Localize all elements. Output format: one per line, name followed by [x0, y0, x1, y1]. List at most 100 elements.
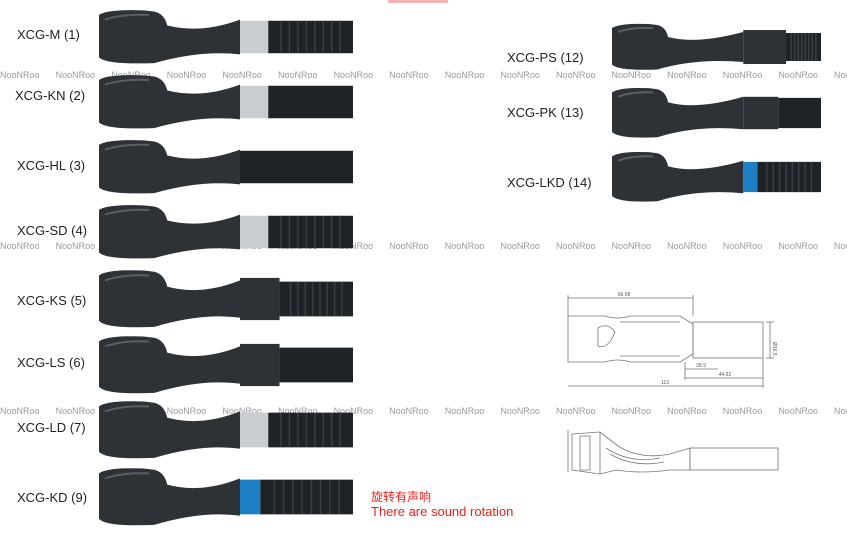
grip-body: [612, 23, 744, 70]
chrome-ring: [240, 215, 269, 249]
threaded-tube: [268, 85, 353, 119]
watermark-text: NooNRoo: [611, 406, 652, 416]
watermark-text: NooNRoo: [166, 406, 207, 416]
watermark-text: NooNRoo: [722, 70, 763, 80]
product-label: XCG-HL (3): [17, 158, 86, 173]
watermark-text: NooNRoo: [500, 70, 540, 80]
dimension-total-length: 113: [661, 380, 669, 386]
reel-seat-image: [97, 73, 357, 131]
watermark-text: NooNRoo: [555, 70, 596, 80]
watermark-text: NooNRoo: [833, 406, 847, 416]
watermark-text: NooNRoo: [166, 70, 207, 80]
product-label: XCG-KN (2): [15, 88, 86, 103]
threaded-tube: [778, 97, 821, 129]
reel-seat-image: [610, 22, 825, 72]
watermark-text: NooNRoo: [667, 241, 707, 251]
blue-ring: [240, 479, 261, 515]
threaded-tube: [240, 150, 353, 184]
grip-body: [612, 151, 744, 202]
watermark-text: NooNRoo: [0, 241, 40, 251]
grip-highlight: [104, 405, 150, 413]
product-label: XCG-LS (6): [17, 355, 85, 370]
threaded-tube: [260, 479, 353, 515]
watermark-text: NooNRoo: [555, 241, 596, 251]
grip-body: [612, 87, 744, 138]
grip-highlight: [104, 208, 150, 216]
watermark-text: NooNRoo: [222, 70, 262, 80]
product-label: XCG-M (1): [17, 27, 80, 42]
threaded-tube: [268, 20, 353, 54]
dimension-diameter: Ø16.5: [771, 342, 777, 356]
threaded-tube: [279, 347, 353, 383]
watermark-text: NooNRoo: [722, 406, 763, 416]
watermark-text: NooNRoo: [333, 70, 374, 80]
grip-highlight: [617, 91, 654, 98]
grip-highlight: [617, 155, 654, 162]
reel-seat-image: [97, 268, 357, 330]
watermark-text: NooNRoo: [500, 406, 540, 416]
grip-body: [99, 205, 240, 259]
reel-seat-image: [610, 150, 825, 204]
grip-highlight: [104, 340, 150, 348]
reel-seat-image: [97, 334, 357, 396]
watermark-text: NooNRoo: [0, 406, 40, 416]
product-label: XCG-KS (5): [17, 293, 87, 308]
grip-body: [99, 401, 240, 459]
watermark-text: NooNRoo: [778, 406, 818, 416]
sound-note-english: There are sound rotation: [371, 504, 514, 519]
watermark-text: NooNRoo: [0, 70, 40, 80]
watermark-text: NooNRoo: [778, 241, 818, 251]
grip-highlight: [104, 472, 150, 480]
grip-highlight: [104, 274, 150, 282]
dimension-thread-length: 44.92: [719, 372, 732, 378]
watermark-text: NooNRoo: [277, 70, 318, 80]
watermark-text: NooNRoo: [222, 406, 262, 416]
product-label: XCG-PS (12): [507, 50, 584, 65]
grip-body: [99, 75, 240, 129]
product-label: XCG-PK (13): [507, 105, 584, 120]
threaded-tube: [757, 161, 821, 193]
watermark-text: NooNRoo: [500, 241, 540, 251]
watermark-text: NooNRoo: [778, 70, 818, 80]
watermark-text: NooNRoo: [389, 241, 429, 251]
watermark-text: NooNRoo: [833, 70, 847, 80]
product-label: XCG-LD (7): [17, 420, 86, 435]
reel-seat-image: [97, 203, 357, 261]
technical-drawing-side: [567, 430, 779, 475]
grip-body: [99, 270, 240, 328]
watermark-text: NooNRoo: [444, 406, 485, 416]
lock-nut: [743, 96, 779, 130]
threaded-tube: [279, 281, 353, 317]
grip-body: [99, 140, 240, 194]
reel-seat-image: [97, 8, 357, 66]
reel-seat-image: [610, 86, 825, 140]
watermark-row: NooNRoo NooNRoo NooNRoo NooNRoo NooNRoo NooNR…: [0, 70, 847, 82]
watermark-text: NooNRoo: [333, 241, 374, 251]
watermark-text: NooNRoo: [389, 406, 429, 416]
grip-body: [99, 468, 240, 526]
dimension-inner-length: 28.9: [696, 363, 706, 369]
watermark-text: NooNRoo: [444, 241, 485, 251]
watermark-text: NooNRoo: [667, 406, 707, 416]
watermark-text: NooNRoo: [667, 70, 707, 80]
watermark-text: NooNRoo: [55, 70, 96, 80]
grip-highlight: [104, 78, 150, 86]
watermark-text: NooNRoo: [389, 70, 429, 80]
chrome-ring: [240, 20, 269, 54]
watermark-row: NooNRoo NooNRoo NooNRoo NooNRoo NooNRoo NooNR…: [0, 406, 847, 418]
watermark-text: NooNRoo: [611, 241, 652, 251]
sound-note-chinese: 旋转有声响: [371, 490, 432, 504]
watermark-text: NooNRoo: [111, 70, 151, 80]
product-label: XCG-SD (4): [17, 223, 88, 238]
watermark-text: NooNRoo: [833, 241, 847, 251]
threaded-tube: [268, 412, 353, 448]
top-edge-mark: [388, 0, 448, 3]
reel-seat-image: [97, 138, 357, 196]
blue-ring: [743, 161, 758, 193]
lock-nut: [240, 277, 280, 321]
grip-highlight: [104, 13, 150, 21]
chrome-ring: [240, 412, 269, 448]
lock-nut: [240, 343, 280, 387]
lock-nut: [743, 30, 787, 64]
watermark-text: NooNRoo: [611, 70, 652, 80]
